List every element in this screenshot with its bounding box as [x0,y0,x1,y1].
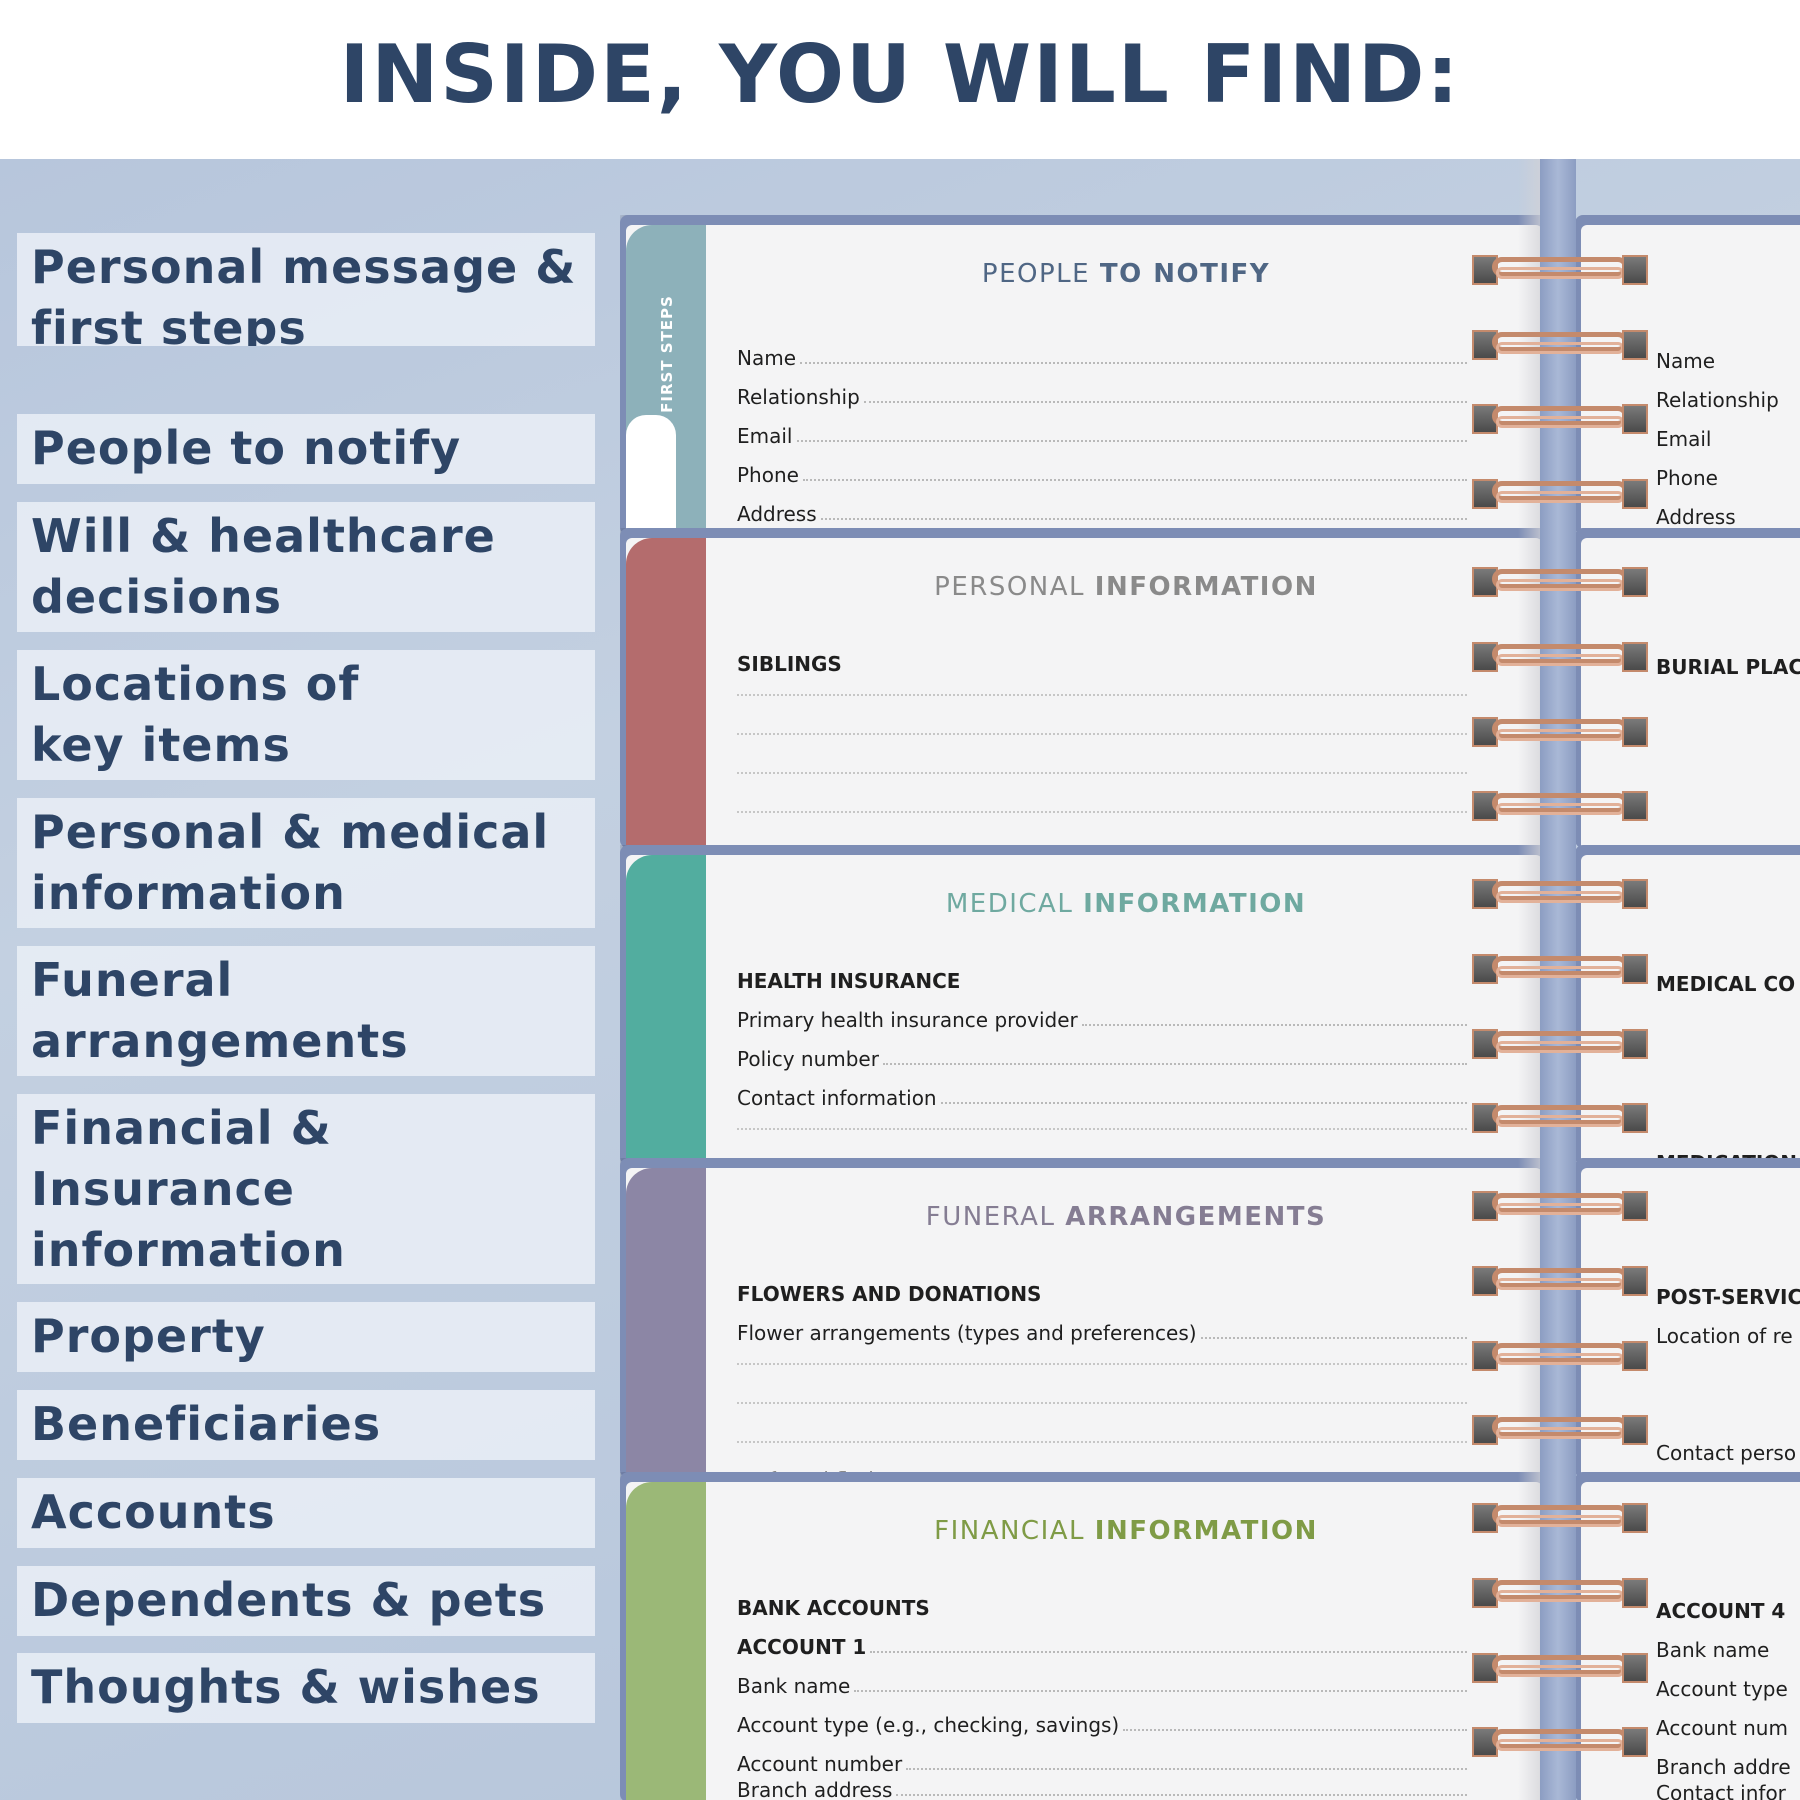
form-row: Address [737,498,1467,526]
feature-funeral-arrangements: Funeral arrangements [17,946,595,1076]
spiral-ring [1472,330,1648,360]
section-heading-right: MEDICAL CO [1656,972,1796,996]
spiral-ring [1472,567,1648,597]
spiral-ring [1472,1341,1648,1371]
section-heading-right: BURIAL PLAC [1656,655,1800,679]
form-row-right: Contact infor [1656,1781,1786,1800]
spiral-ring [1472,717,1648,747]
feature-beneficiaries: Beneficiaries [17,1390,595,1460]
spiral-ring [1472,954,1648,984]
section-heading: SIBLINGS [737,652,842,676]
form-row: Relationship [737,381,1467,409]
section-title: FINANCIAL INFORMATION [934,1516,1318,1546]
form-row: Policy number [737,1043,1467,1071]
form-row: Contact information [737,1082,1467,1110]
feature-personal-medical: Personal & medical information [17,798,595,928]
form-row-right: Branch addre [1656,1755,1791,1779]
spiral-ring [1472,1029,1648,1059]
form-row: Phone [737,459,1467,487]
form-row-right: Contact perso [1656,1441,1797,1465]
form-row: Branch address [737,1774,1467,1800]
form-row-right: Bank name [1656,1638,1770,1662]
form-row-right: Relationship [1656,388,1779,412]
page-title: INSIDE, YOU WILL FIND: [339,28,1461,121]
header: INSIDE, YOU WILL FIND: [0,0,1800,159]
section-title: PERSONAL INFORMATION [934,572,1318,602]
form-row: Account number [737,1748,1467,1776]
section-heading-right: ACCOUNT 4 [1656,1599,1786,1623]
section-heading: HEALTH INSURANCE [737,969,961,993]
section-title: PEOPLE TO NOTIFY [981,259,1271,289]
form-row: Account type (e.g., checking, savings) [737,1709,1467,1737]
form-row: Primary health insurance provider [737,1004,1467,1032]
feature-people-to-notify: People to notify [17,414,595,484]
section-tab [626,538,706,848]
feature-personal-message: Personal message & first steps [17,233,595,346]
section-tab [626,1482,706,1800]
spiral-ring [1472,791,1648,821]
form-row: Bank name [737,1670,1467,1698]
feature-property: Property [17,1302,595,1372]
form-row: Flower arrangements (types and preferenc… [737,1317,1467,1345]
section-heading: BANK ACCOUNTS [737,1596,930,1620]
feature-accounts: Accounts [17,1478,595,1548]
spiral-ring [1472,1727,1648,1757]
section-heading-right: POST-SERVIC [1656,1285,1800,1309]
spiral-ring [1472,1503,1648,1533]
form-row: Name [737,342,1467,370]
feature-locations-key-items: Locations of key items [17,650,595,780]
section-subheading: ACCOUNT 1 [737,1631,1467,1659]
spiral-ring [1472,404,1648,434]
form-row-right: Phone [1656,466,1718,490]
form-row-right: Account num [1656,1716,1788,1740]
product-preview: Personal message & first steps People to… [0,159,1800,1800]
feature-dependents-pets: Dependents & pets [17,1566,595,1636]
section-tab-label: FIRST STEPS [658,295,676,413]
form-row-right: Email [1656,427,1712,451]
feature-financial-insurance: Financial & Insurance information [17,1094,595,1284]
page-financial-information: FINANCIAL INFORMATION BANK ACCOUNTS ACCO… [620,1472,1800,1800]
feature-will-healthcare: Will & healthcare decisions [17,502,595,632]
section-title: MEDICAL INFORMATION [945,889,1307,919]
section-title: FUNERAL ARRANGEMENTS [925,1202,1327,1232]
form-row-right: Address [1656,505,1736,529]
spiral-ring [1472,1266,1648,1296]
form-row-right: Name [1656,349,1716,373]
spiral-ring [1472,479,1648,509]
spiral-ring [1472,255,1648,285]
feature-thoughts-wishes: Thoughts & wishes [17,1653,595,1723]
spiral-ring [1472,642,1648,672]
form-row-right: Location of re [1656,1324,1793,1348]
section-heading: FLOWERS AND DONATIONS [737,1282,1042,1306]
spiral-ring [1472,1415,1648,1445]
page-funeral-arrangements: FUNERAL ARRANGEMENTS FLOWERS AND DONATIO… [620,1158,1800,1478]
form-row: Email [737,420,1467,448]
spiral-ring [1472,1578,1648,1608]
spiral-ring [1472,1653,1648,1683]
section-tab [626,1168,706,1478]
form-row-right: Account type [1656,1677,1788,1701]
spiral-ring [1472,1103,1648,1133]
section-tab [626,855,706,1165]
spiral-ring [1472,1191,1648,1221]
spiral-ring [1472,879,1648,909]
page-personal-information: PERSONAL INFORMATION SIBLINGS BURIAL PLA… [620,528,1800,848]
